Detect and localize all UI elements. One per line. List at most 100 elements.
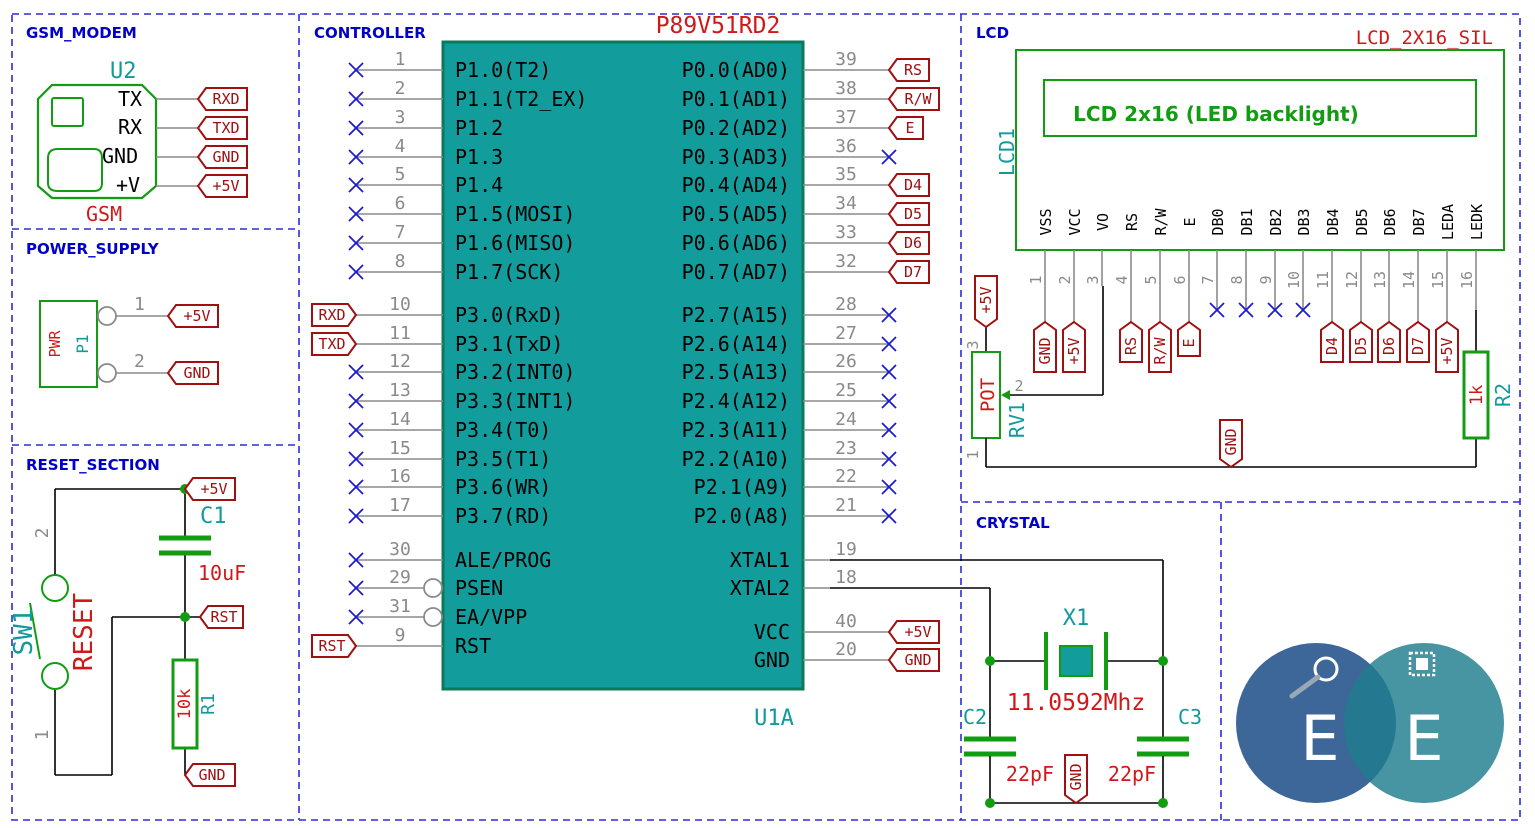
controller-pin-name: P0.2(AD2) bbox=[682, 116, 790, 140]
lcd-pin-name: VCC bbox=[1066, 208, 1084, 235]
controller-ref: U1A bbox=[754, 706, 794, 731]
lcd-net-label: GND bbox=[1036, 337, 1054, 364]
controller-pin-number: 20 bbox=[835, 639, 857, 660]
c1-ref: C1 bbox=[200, 504, 227, 529]
magnifier-icon bbox=[1313, 656, 1339, 682]
r2-ref: R2 bbox=[1491, 383, 1515, 407]
controller-pin-name: P1.0(T2) bbox=[455, 58, 551, 82]
controller-pin-name: P3.2(INT0) bbox=[455, 360, 575, 384]
controller-pin-name: P2.0(A8) bbox=[694, 504, 790, 528]
lcd-pin-name: DB1 bbox=[1238, 208, 1256, 235]
controller-pin-number: 19 bbox=[835, 539, 857, 560]
no-connect-mark bbox=[1295, 302, 1311, 318]
lcd-pin-name: R/W bbox=[1152, 207, 1170, 235]
no-connect-mark bbox=[348, 206, 364, 222]
no-connect-mark bbox=[1209, 302, 1225, 318]
controller-pin-number: 10 bbox=[389, 294, 411, 315]
lcd-pin-name: LEDK bbox=[1468, 204, 1486, 240]
controller-pin-number: 16 bbox=[389, 466, 411, 487]
reset-label-gnd: GND bbox=[198, 766, 225, 784]
no-connect-mark bbox=[348, 91, 364, 107]
no-connect-mark bbox=[881, 508, 897, 524]
r1-value: 10k bbox=[175, 689, 195, 720]
controller-net-label: RXD bbox=[318, 306, 345, 324]
no-connect-mark bbox=[348, 235, 364, 251]
gsm-label-gnd: GND bbox=[212, 148, 239, 166]
lcd-pin-number: 9 bbox=[1257, 275, 1275, 284]
no-connect-mark bbox=[348, 609, 364, 625]
no-connect-mark bbox=[348, 479, 364, 495]
section-title-power: POWER_SUPPLY bbox=[26, 240, 160, 258]
controller-pin-name: P3.6(WR) bbox=[455, 475, 551, 499]
controller-net-label: TXD bbox=[318, 335, 345, 353]
controller-pin-name: VCC bbox=[754, 620, 790, 644]
section-borders bbox=[11, 13, 1521, 821]
controller-pin-name: P2.1(A9) bbox=[694, 475, 790, 499]
no-connect-mark bbox=[881, 479, 897, 495]
lcd-module: LCD 2x16 (LED backlight) LCD_2X16_SIL LC… bbox=[995, 27, 1505, 251]
no-connect-mark bbox=[348, 264, 364, 280]
lcd-pin-number: 16 bbox=[1458, 271, 1476, 289]
controller-pin-name: EA/VPP bbox=[455, 605, 527, 629]
lcd-ref: LCD1 bbox=[995, 128, 1019, 176]
controller-net-label: GND bbox=[904, 651, 931, 669]
controller-pin-name: XTAL1 bbox=[730, 548, 790, 572]
controller-pin-name: P3.3(INT1) bbox=[455, 389, 575, 413]
no-connect-mark bbox=[348, 149, 364, 165]
controller-pin-name: P1.7(SCK) bbox=[455, 260, 563, 284]
controller-pin-number: 35 bbox=[835, 164, 857, 185]
lcd-part: LCD_2X16_SIL bbox=[1356, 27, 1493, 49]
lcd-net-label: +5V bbox=[1065, 337, 1083, 364]
lcd-pin-name: LEDA bbox=[1439, 204, 1457, 240]
lcd-pin-number: 10 bbox=[1285, 271, 1303, 289]
gsm-ref: U2 bbox=[110, 59, 137, 84]
controller-pin-name: P0.0(AD0) bbox=[682, 58, 790, 82]
controller-pin-name: XTAL2 bbox=[730, 576, 790, 600]
controller-pin-number: 6 bbox=[395, 193, 406, 214]
lcd-pin-name: DB4 bbox=[1324, 208, 1342, 235]
controller-net-label: D6 bbox=[904, 234, 922, 252]
x1-value: 11.0592Mhz bbox=[1007, 690, 1145, 716]
c1-value: 10uF bbox=[198, 561, 246, 585]
no-connect-mark bbox=[348, 364, 364, 380]
controller-pin-name: ALE/PROG bbox=[455, 548, 551, 572]
c2-ref: C2 bbox=[963, 705, 987, 729]
controller-pin-name: P0.7(AD7) bbox=[682, 260, 790, 284]
lcd-pin-name: VO bbox=[1094, 213, 1112, 231]
lcd-pin-name: DB0 bbox=[1209, 208, 1227, 235]
section-title-reset: RESET_SECTION bbox=[26, 456, 160, 474]
power-label-gnd: GND bbox=[183, 364, 210, 382]
controller-pin-number: 13 bbox=[389, 380, 411, 401]
controller-pin-name: P2.3(A11) bbox=[682, 418, 790, 442]
lcd-pin-number: 4 bbox=[1113, 275, 1131, 284]
controller-pin-name: P1.6(MISO) bbox=[455, 231, 575, 255]
no-connect-mark bbox=[881, 393, 897, 409]
controller-part: P89V51RD2 bbox=[656, 13, 781, 39]
controller-net-label: RS bbox=[904, 61, 922, 79]
controller-pin-number: 33 bbox=[835, 222, 857, 243]
lcd-net-label: D7 bbox=[1409, 337, 1427, 355]
lcd-pin-number: 12 bbox=[1343, 271, 1361, 289]
controller-pin-name: GND bbox=[754, 648, 790, 672]
c2-value: 22pF bbox=[1006, 762, 1054, 786]
power-value: PWR bbox=[46, 329, 64, 357]
controller-pin-number: 21 bbox=[835, 495, 857, 516]
controller-pin-number: 1 bbox=[395, 49, 406, 70]
lcd-pin-6: E6E bbox=[1171, 217, 1201, 357]
controller-pin-number: 8 bbox=[395, 251, 406, 272]
reset-label-rst: RST bbox=[210, 608, 237, 626]
gsm-pin-tx: TX bbox=[118, 87, 142, 111]
lcd-net-label: D5 bbox=[1352, 337, 1370, 355]
controller-pin-number: 40 bbox=[835, 611, 857, 632]
controller-pin-number: 27 bbox=[835, 323, 857, 344]
